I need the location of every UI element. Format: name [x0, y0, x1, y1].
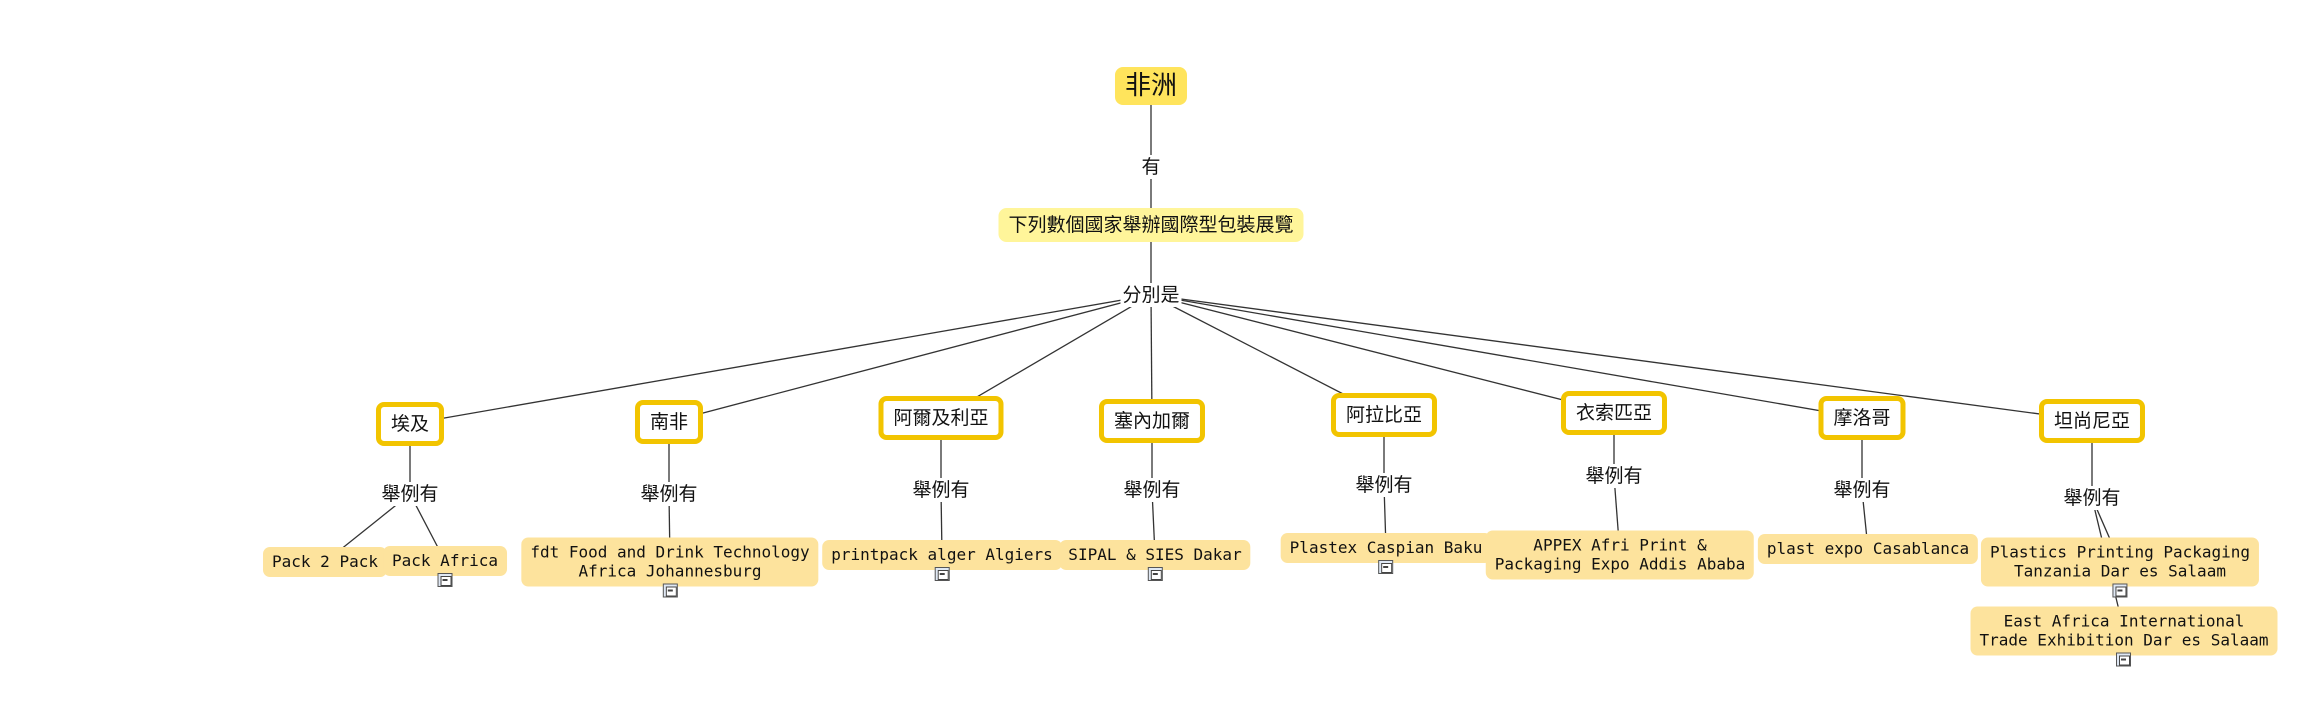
country-node[interactable]: 埃及	[375, 402, 445, 446]
link-phrase-namely: 分別是	[1120, 283, 1182, 307]
link-phrase-for-example: 舉例有	[1121, 478, 1183, 502]
link-phrase-for-example: 舉例有	[638, 482, 700, 506]
exhibition-node[interactable]: APPEX Afri Print &Packaging Expo Addis A…	[1485, 530, 1755, 580]
link-phrase-for-example: 舉例有	[1831, 478, 1893, 502]
link-phrase-for-example: 舉例有	[379, 482, 441, 506]
document-icon[interactable]	[662, 583, 678, 598]
exhibition-node[interactable]: Plastex Caspian Baku	[1280, 533, 1492, 574]
link-phrase-for-example: 舉例有	[2061, 486, 2123, 510]
connector-namely-to-country	[409, 294, 1152, 425]
country-node[interactable]: 坦尚尼亞	[2038, 399, 2146, 443]
exhibition-label-line: Tanzania Dar es Salaam	[2014, 561, 2226, 581]
country-node[interactable]: 摩洛哥	[1818, 396, 1906, 440]
document-icon[interactable]	[2116, 652, 2132, 667]
exhibition-node[interactable]: SIPAL & SIES Dakar	[1059, 540, 1251, 581]
country-node[interactable]: 阿拉比亞	[1330, 393, 1438, 437]
exhibition-label-line: Pack Africa	[392, 551, 498, 570]
exhibition-label-line: Pack 2 Pack	[272, 552, 378, 571]
exhibition-label-line: Plastics Printing Packaging	[1989, 542, 2251, 562]
country-node[interactable]: 阿爾及利亞	[878, 396, 1004, 440]
document-icon[interactable]	[2112, 583, 2128, 598]
exhibition-label-line: fdt Food and Drink Technology	[530, 542, 810, 562]
country-node[interactable]: 南非	[634, 400, 704, 444]
document-icon[interactable]	[437, 573, 453, 587]
connector-namely-to-country	[1150, 294, 1615, 414]
connector-namely-to-country	[668, 294, 1152, 423]
exhibition-label-line: plast expo Casablanca	[1766, 539, 1970, 558]
exhibition-label-line: East Africa International	[2003, 611, 2245, 631]
document-icon[interactable]	[934, 567, 950, 581]
link-phrase-for-example: 舉例有	[1353, 473, 1415, 497]
exhibition-node[interactable]: printpack alger Algiers	[822, 540, 1062, 581]
exhibition-node[interactable]: Pack 2 Pack	[263, 547, 387, 577]
exhibition-label-line: SIPAL & SIES Dakar	[1068, 545, 1242, 564]
root-node-africa[interactable]: 非洲	[1114, 67, 1188, 105]
link-phrase-for-example: 舉例有	[1583, 464, 1645, 488]
exhibition-label-line: Packaging Expo Addis Ababa	[1494, 554, 1746, 574]
document-icon[interactable]	[1147, 567, 1163, 581]
country-node[interactable]: 衣索匹亞	[1560, 391, 1668, 435]
connector-namely-to-country	[1150, 294, 1863, 419]
link-phrase-for-example: 舉例有	[910, 478, 972, 502]
connector-namely-to-country	[1150, 294, 2093, 422]
exhibition-label-line: Africa Johannesburg	[578, 561, 762, 581]
concept-node-exhibition-countries[interactable]: 下列數個國家舉辦國際型包裝展覽	[998, 208, 1304, 242]
country-node[interactable]: 塞內加爾	[1098, 399, 1206, 443]
exhibition-label-line: APPEX Afri Print &	[1533, 535, 1707, 555]
exhibition-node[interactable]: plast expo Casablanca	[1757, 534, 1979, 564]
exhibition-label-line: Plastex Caspian Baku	[1289, 538, 1483, 557]
exhibition-node[interactable]: Pack Africa	[383, 546, 507, 587]
exhibition-label-line: Trade Exhibition Dar es Salaam	[1979, 630, 2269, 650]
exhibition-label-line: printpack alger Algiers	[831, 545, 1053, 564]
link-phrase-has: 有	[1139, 155, 1163, 179]
document-icon[interactable]	[1378, 560, 1394, 574]
